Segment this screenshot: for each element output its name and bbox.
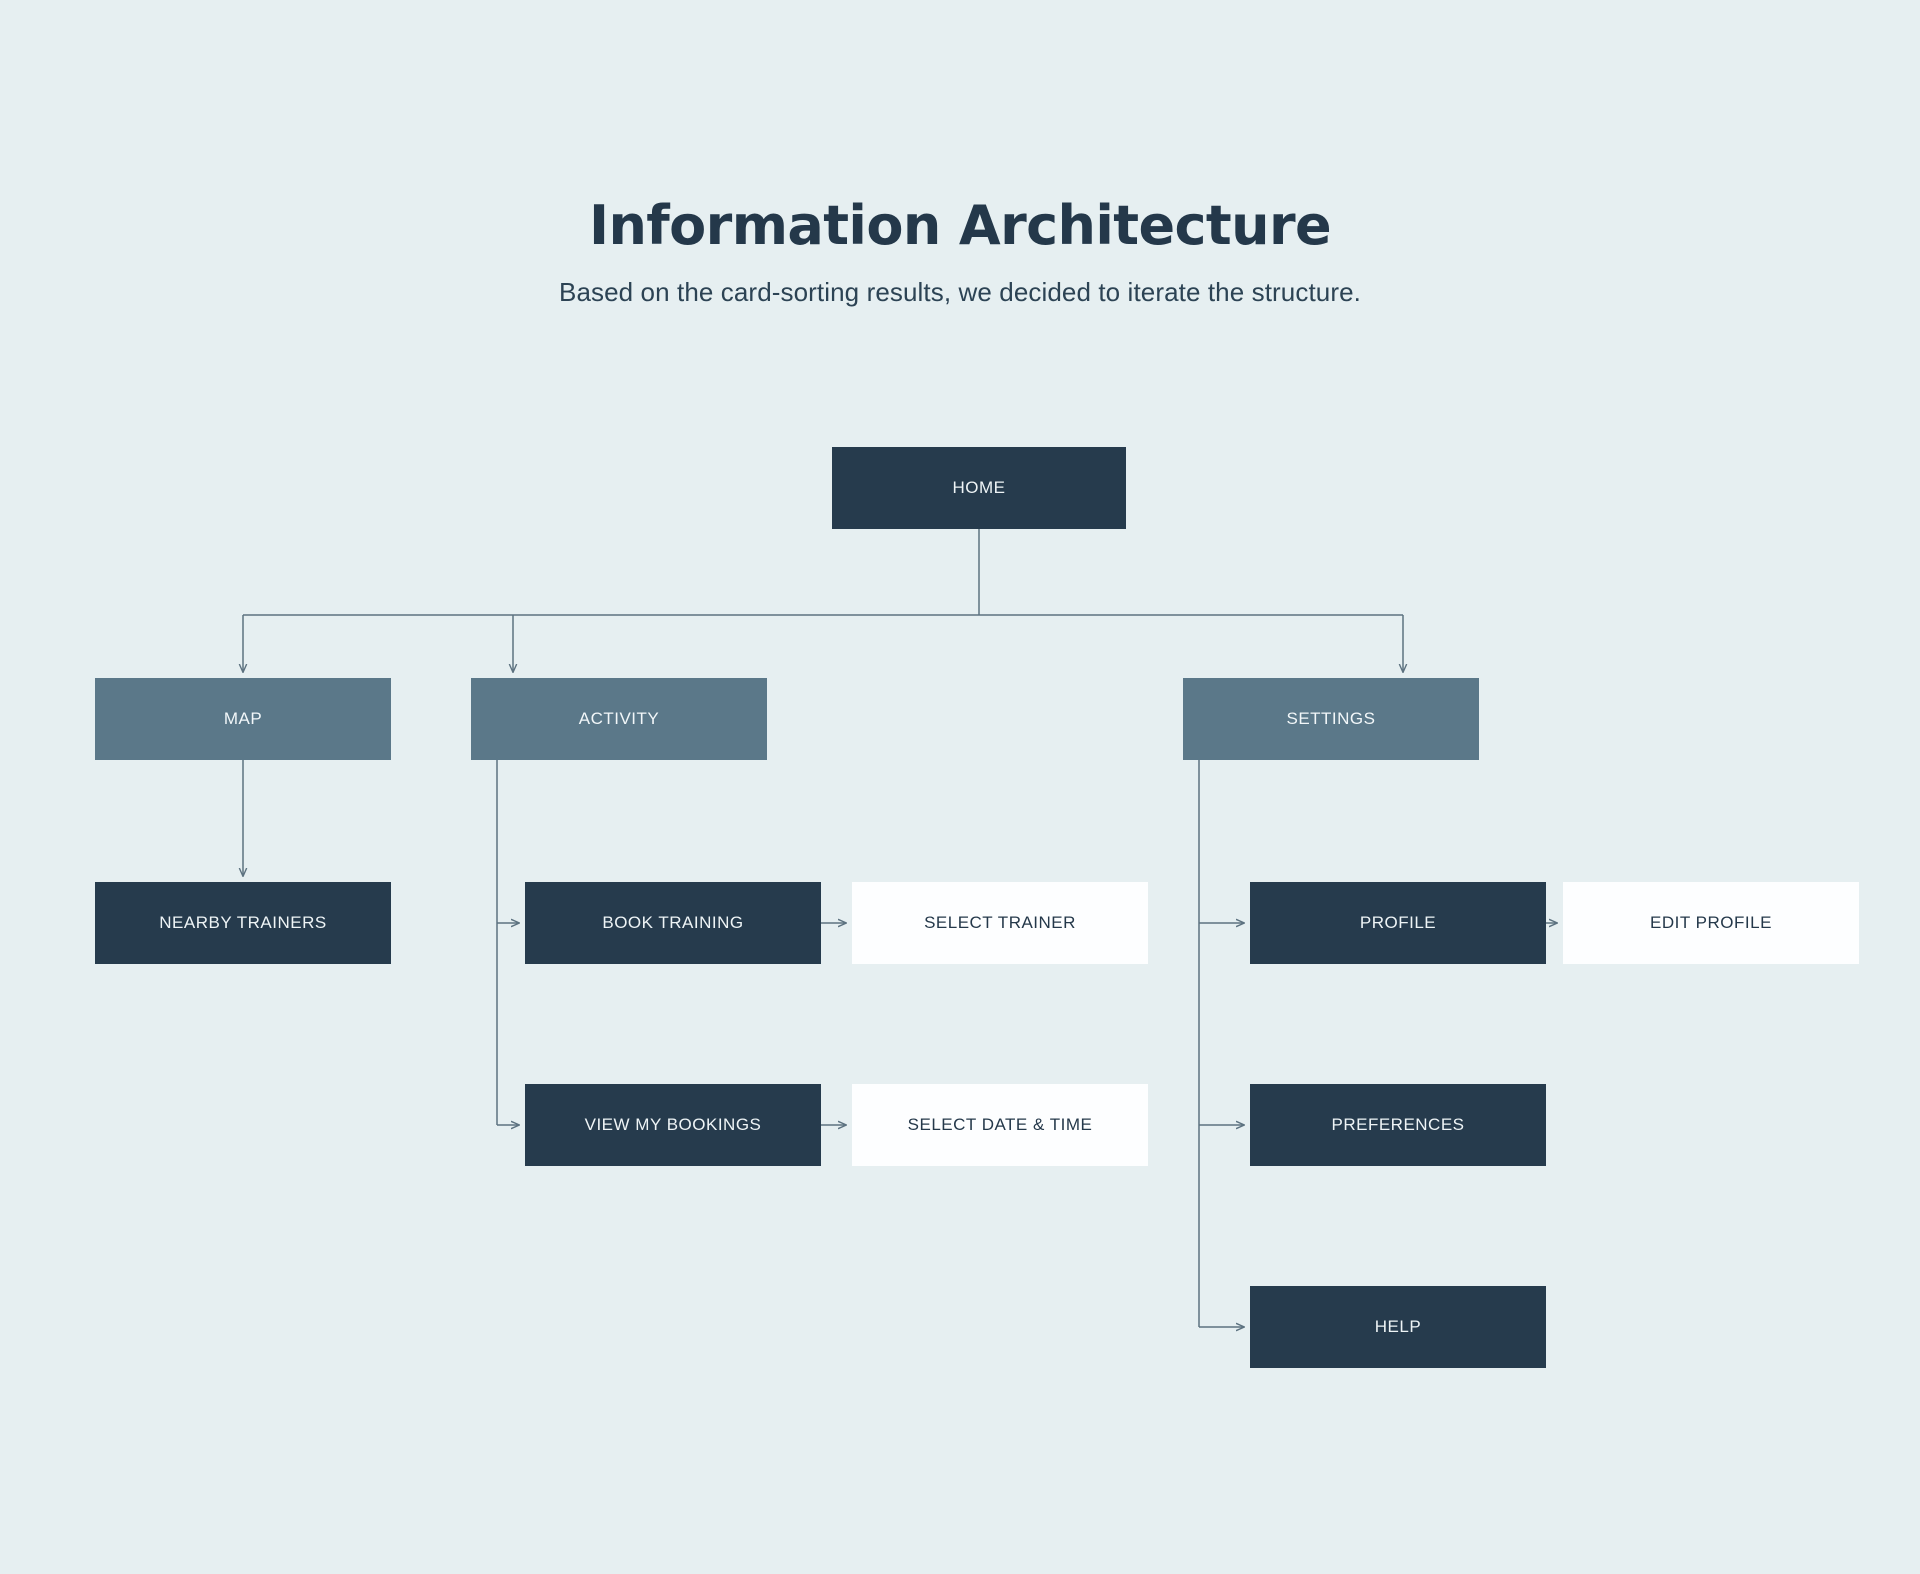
node-book-training[interactable]: BOOK TRAINING: [525, 882, 821, 964]
node-select-trainer[interactable]: SELECT TRAINER: [852, 882, 1148, 964]
node-view-bookings[interactable]: VIEW MY BOOKINGS: [525, 1084, 821, 1166]
node-map[interactable]: MAP: [95, 678, 391, 760]
node-label: PROFILE: [1359, 912, 1437, 932]
node-select-datetime[interactable]: SELECT DATE & TIME: [852, 1084, 1148, 1166]
node-edit-profile[interactable]: EDIT PROFILE: [1563, 882, 1859, 964]
node-label: SETTINGS: [1286, 708, 1376, 728]
node-nearby-trainers[interactable]: NEARBY TRAINERS: [95, 882, 391, 964]
node-help[interactable]: HELP: [1250, 1286, 1546, 1368]
node-label: HOME: [952, 477, 1006, 497]
node-activity[interactable]: ACTIVITY: [471, 678, 767, 760]
node-label: NEARBY TRAINERS: [159, 912, 327, 932]
node-profile[interactable]: PROFILE: [1250, 882, 1546, 964]
node-label: EDIT PROFILE: [1650, 912, 1772, 932]
page-title: Information Architecture: [588, 194, 1332, 257]
node-label: VIEW MY BOOKINGS: [584, 1114, 762, 1134]
node-home[interactable]: HOME: [832, 447, 1126, 529]
node-label: PREFERENCES: [1331, 1114, 1465, 1134]
node-label: BOOK TRAINING: [602, 912, 744, 932]
node-label: SELECT TRAINER: [924, 912, 1076, 932]
node-label: ACTIVITY: [578, 708, 660, 728]
node-label: MAP: [223, 708, 263, 728]
page-subtitle: Based on the card-sorting results, we de…: [559, 276, 1361, 307]
node-settings[interactable]: SETTINGS: [1183, 678, 1479, 760]
node-preferences[interactable]: PREFERENCES: [1250, 1084, 1546, 1166]
node-label: HELP: [1374, 1316, 1422, 1336]
node-label: SELECT DATE & TIME: [907, 1114, 1093, 1134]
diagram-header: Information Architecture Based on the ca…: [0, 194, 1920, 308]
